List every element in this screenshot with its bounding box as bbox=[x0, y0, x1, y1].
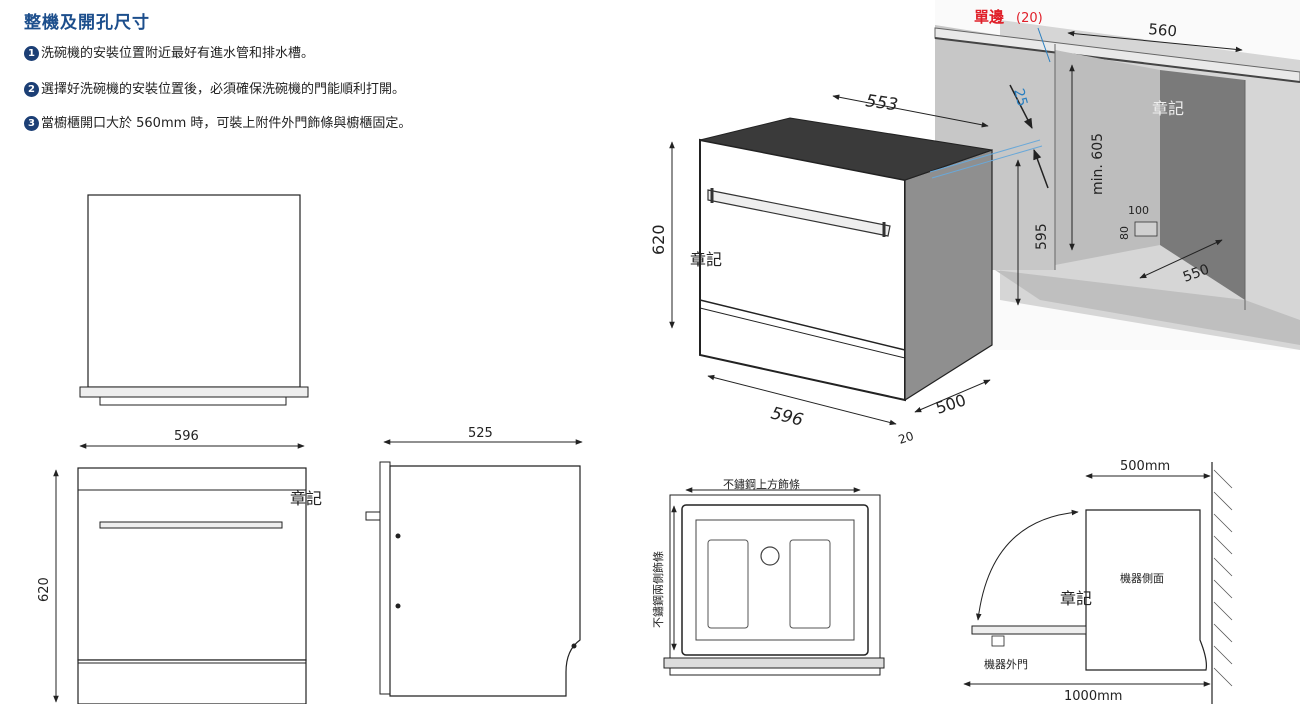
watermark-cabinet: 章記 bbox=[1152, 99, 1184, 118]
watermark-front: 章記 bbox=[290, 489, 322, 508]
note-3-marker: 3 bbox=[24, 116, 39, 131]
cabinet-width-label: 560 bbox=[1148, 20, 1178, 40]
front-height-label: 620 bbox=[37, 577, 52, 602]
trim-view bbox=[663, 487, 885, 676]
side-view bbox=[365, 461, 581, 697]
front-view bbox=[77, 467, 307, 704]
note-1-text: 洗碗機的安裝位置附近最好有進水管和排水槽。 bbox=[41, 46, 315, 61]
iso-depth-label: 553 bbox=[864, 91, 899, 115]
iso-base-depth-label: 500 bbox=[933, 390, 968, 418]
notch-height-label: 80 bbox=[1118, 226, 1131, 240]
note-2-marker: 2 bbox=[24, 82, 39, 97]
iso-height-label: 620 bbox=[649, 224, 668, 255]
side-trim-label: 不鏽鋼兩側飾條 bbox=[651, 551, 665, 628]
cabinet-min-height-label: min. 605 bbox=[1090, 133, 1106, 195]
note-3-text: 當櫥櫃開口大於 560mm 時，可裝上附件外門飾條與櫥櫃固定。 bbox=[41, 116, 412, 131]
clearance-total-label: 1000mm bbox=[1064, 689, 1122, 704]
page-title: 整機及開孔尺寸 bbox=[24, 13, 150, 33]
watermark-clearance: 章記 bbox=[1060, 589, 1092, 608]
single-side-label: 單邊 bbox=[974, 8, 1004, 26]
clearance-depth-label: 500mm bbox=[1120, 459, 1170, 474]
wall-hatch bbox=[1213, 469, 1233, 687]
top-view bbox=[79, 194, 309, 406]
front-width-label: 596 bbox=[174, 429, 199, 444]
iso-gap-label: 20 bbox=[897, 429, 916, 447]
notch-width-label: 100 bbox=[1128, 204, 1149, 217]
side-depth-label: 525 bbox=[468, 426, 493, 441]
note-2-text: 選擇好洗碗機的安裝位置後，必須確保洗碗機的門能順利打開。 bbox=[41, 82, 406, 97]
single-side-value: (20) bbox=[1016, 11, 1043, 26]
machine-side-label: 機器側面 bbox=[1120, 571, 1164, 585]
machine-door-label: 機器外門 bbox=[984, 657, 1028, 671]
iso-width-label: 596 bbox=[769, 403, 806, 430]
iso-dishwasher bbox=[699, 117, 1043, 402]
note-1-marker: 1 bbox=[24, 46, 39, 61]
iso-inner-height-label: 595 bbox=[1034, 223, 1050, 250]
clearance-view bbox=[963, 462, 1213, 704]
top-trim-label: 不鏽鋼上方飾條 bbox=[723, 477, 800, 491]
watermark-iso: 章記 bbox=[690, 250, 722, 269]
iso-tilt-label: 25 bbox=[1010, 87, 1030, 108]
